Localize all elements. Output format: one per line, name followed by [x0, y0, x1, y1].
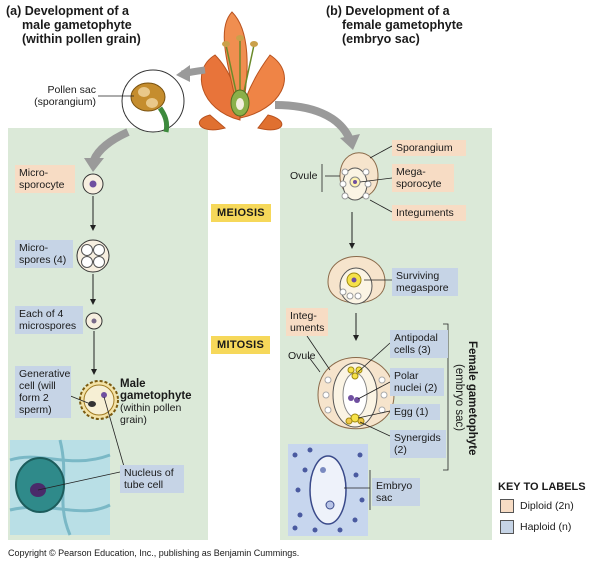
egg-label: Egg (1) — [390, 404, 440, 420]
generative-line2: cell (will — [19, 380, 56, 392]
female-gametophyte-label: Female gametophyte (embryo sac) — [452, 326, 478, 470]
pollen-sac-label: Pollen sac (sporangium) — [28, 84, 96, 108]
haploid-swatch — [500, 520, 514, 534]
synergids-label: Synergids (2) — [390, 430, 446, 458]
male-gametophyte-label: Male gametophyte (within pollen grain) — [120, 378, 202, 426]
polar-line2: nuclei (2) — [394, 382, 438, 394]
header-male-line2: male gametophyte — [22, 18, 132, 32]
haploid-key-label: Haploid (n) — [520, 521, 572, 533]
embryo-sac-micrograph — [288, 444, 368, 536]
nucleus-tube-line2: tube cell — [124, 479, 164, 491]
copyright-text: Copyright © Pearson Education, Inc., pub… — [8, 548, 300, 558]
header-female: (b) Development of a female gametophyte … — [326, 4, 526, 46]
microspores-cell — [76, 239, 110, 273]
mitosis-label: MITOSIS — [211, 336, 271, 354]
microsporocyte-label: Micro- sporocyte — [15, 165, 75, 193]
female-gametophyte-line1: Female gametophyte — [466, 340, 478, 456]
microsporocyte-line1: Micro- — [19, 167, 49, 179]
generative-cell-label: Generative cell (will form 2 sperm) — [15, 366, 71, 418]
pollen-sac-line1: Pollen sac — [47, 84, 96, 96]
microspores-label: Micro- spores (4) — [15, 240, 73, 268]
each-microspore-line1: Each of 4 — [19, 308, 64, 320]
surviving-line2: megaspore — [396, 282, 449, 294]
generative-line1: Generative — [19, 368, 71, 380]
integuments-mid-label: Integ- uments — [286, 308, 328, 336]
ovule-megaspore — [327, 256, 386, 305]
synergids-line2: (2) — [394, 444, 407, 456]
header-female-line2: female gametophyte — [342, 18, 463, 32]
header-male-line1: (a) Development of a — [6, 4, 129, 18]
header-female-line1: (b) Development of a — [326, 4, 450, 18]
microspores-line1: Micro- — [19, 242, 49, 254]
nucleus-tube-label: Nucleus of tube cell — [120, 465, 184, 493]
female-gametophyte-line2: (embryo sac) — [453, 364, 465, 432]
pollen-grain — [79, 380, 119, 420]
diploid-swatch — [500, 499, 514, 513]
meiosis-label: MEIOSIS — [211, 204, 271, 222]
male-gametophyte-line3: (within pollen — [120, 402, 182, 414]
surviving-megaspore-label: Surviving megaspore — [392, 268, 458, 296]
embryo-sac-line1: Embryo — [376, 480, 413, 492]
male-gametophyte-line2: gametophyte — [120, 390, 192, 402]
synergids-line1: Synergids — [394, 432, 441, 444]
ovule-embryo-sac — [317, 357, 395, 430]
microsporocyte-cell — [82, 173, 104, 195]
integuments-mid-line2: uments — [290, 322, 325, 334]
each-microspore-line2: microspores — [19, 320, 77, 332]
integuments-mid-line1: Integ- — [290, 310, 317, 322]
megasporocyte-line1: Mega- — [396, 166, 426, 178]
sporangium-label: Sporangium — [392, 140, 466, 156]
integuments-top-label: Integuments — [392, 205, 466, 221]
polar-line1: Polar — [394, 370, 419, 382]
microspores-line2: spores (4) — [19, 254, 67, 266]
antipodal-label: Antipodal cells (3) — [390, 330, 448, 358]
diploid-key-label: Diploid (2n) — [520, 500, 574, 512]
megasporocyte-line2: sporocyte — [396, 178, 442, 190]
microsporocyte-line2: sporocyte — [19, 179, 65, 191]
ovule-mid-label: Ovule — [288, 350, 316, 362]
embryo-sac-line2: sac — [376, 492, 393, 504]
male-gametophyte-line1: Male — [120, 378, 146, 390]
header-male: (a) Development of a male gametophyte (w… — [6, 4, 206, 46]
antipodal-line1: Antipodal — [394, 332, 438, 344]
polar-nuclei-label: Polar nuclei (2) — [390, 368, 444, 396]
generative-line4: sperm) — [19, 404, 52, 416]
nucleus-tube-line1: Nucleus of — [124, 467, 174, 479]
pollen-micrograph — [9, 439, 111, 536]
header-male-line3: (within pollen grain) — [22, 32, 141, 46]
pollen-sac-line2: (sporangium) — [34, 96, 96, 108]
key-title: KEY TO LABELS — [498, 481, 586, 493]
each-microspore-label: Each of 4 microspores — [15, 306, 83, 334]
ovule-megasporocyte — [339, 152, 379, 201]
embryo-sac-label: Embryo sac — [372, 478, 420, 506]
megasporocyte-label: Mega- sporocyte — [392, 164, 454, 192]
header-female-line3: (embryo sac) — [342, 32, 420, 46]
pollen-sac-inset — [98, 69, 185, 133]
flower-illustration — [198, 11, 285, 131]
single-microspore — [85, 312, 103, 330]
surviving-line1: Surviving — [396, 270, 440, 282]
generative-line3: form 2 — [19, 392, 49, 404]
male-gametophyte-line4: grain) — [120, 414, 147, 426]
antipodal-line2: cells (3) — [394, 344, 431, 356]
ovule-top-label: Ovule — [290, 170, 318, 182]
